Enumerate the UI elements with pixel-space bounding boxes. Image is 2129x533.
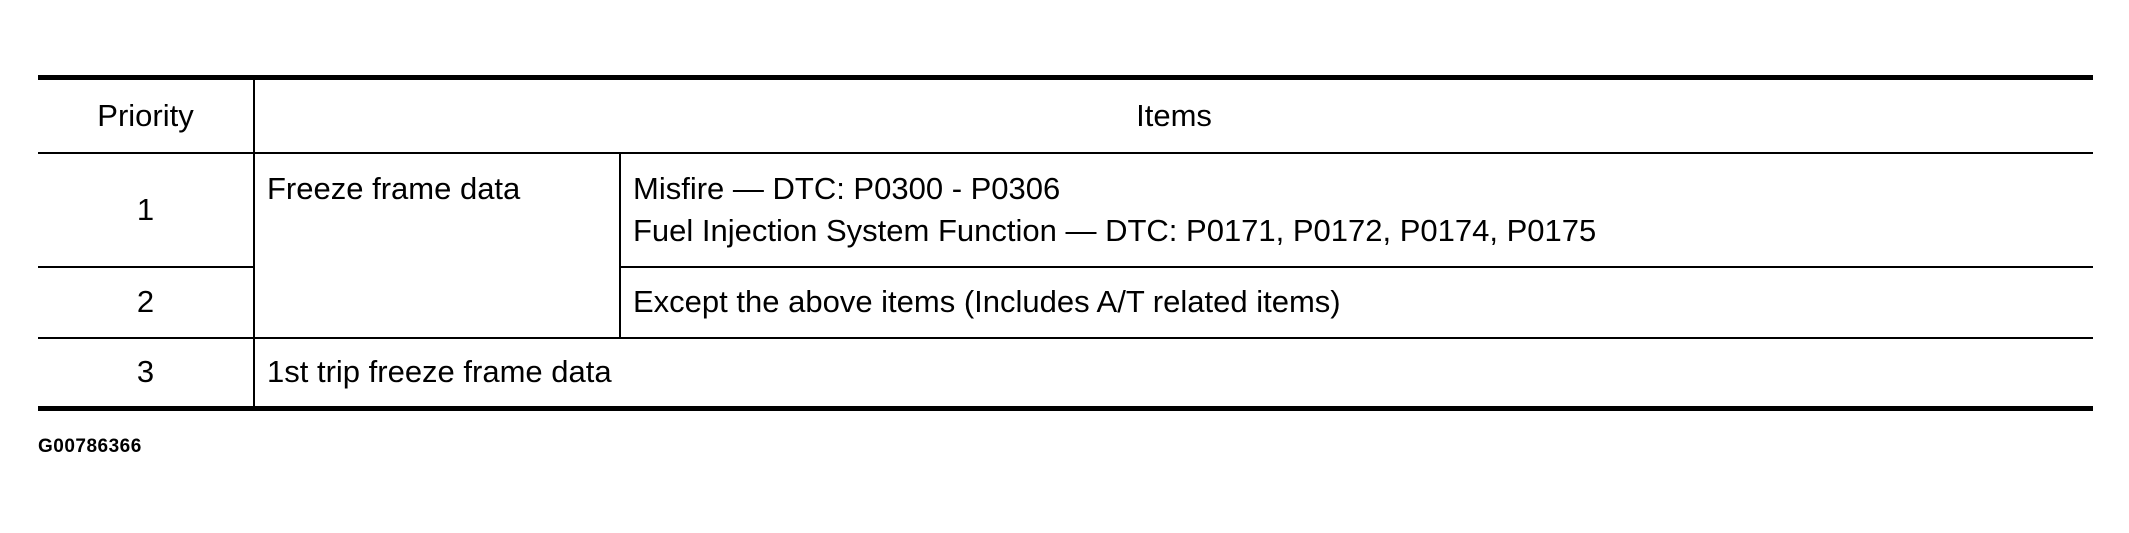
priority-cell: 2 [38,265,255,339]
table-row: 3 1st trip freeze frame data [38,336,2094,411]
priority-table: Priority Items 1 Freeze frame data Misfi… [38,75,2094,411]
header-priority: Priority [38,75,255,154]
figure-code: G00786366 [38,436,142,457]
detail-line: Misfire — DTC: P0300 - P0306 [633,170,1061,206]
table-row: 1 Freeze frame data Misfire — DTC: P0300… [38,151,2094,339]
group-cell: Freeze frame data [253,151,621,339]
header-items: Items [252,75,2094,154]
priority-cell: 3 [38,336,255,411]
group-cell: 1st trip freeze frame data [252,336,2094,411]
detail-cell: Misfire — DTC: P0300 - P0306 Fuel Inject… [618,151,2094,268]
header-row: Priority Items [38,75,2094,154]
detail-cell: Except the above items (Includes A/T rel… [618,265,2094,339]
table-row: 2 Except the above items (Includes A/T r… [38,265,2094,339]
detail-line: Except the above items (Includes A/T rel… [633,284,1341,319]
priority-cell: 1 [38,151,255,268]
detail-line: Fuel Injection System Function — DTC: P0… [633,212,1597,248]
